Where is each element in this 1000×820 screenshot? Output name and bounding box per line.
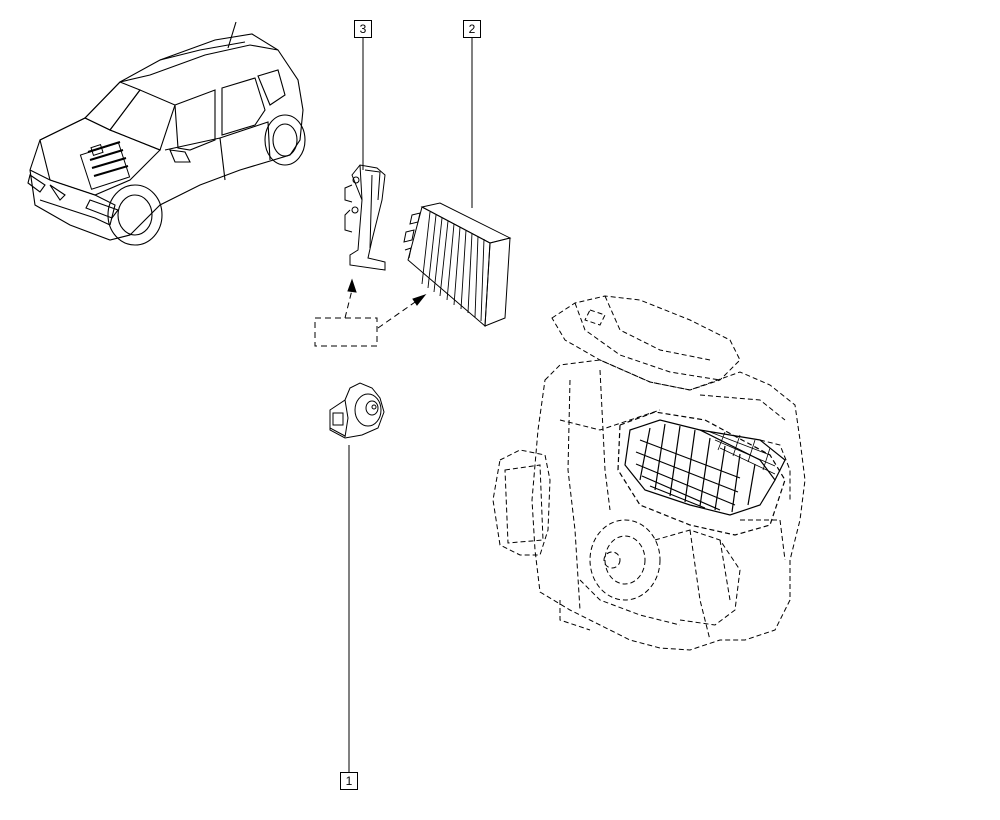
arrow-heads [347,278,427,306]
vehicle-illustration-icon [27,21,306,246]
hvac-grille [617,411,786,536]
filter-cover-bracket-icon [344,164,386,271]
hvac-unit-icon [492,295,806,651]
callout-3[interactable]: 3 [354,20,372,38]
cabin-filter-icon [403,202,512,328]
leader-lines [348,38,473,772]
actuator-motor-icon [329,382,385,439]
callout-2[interactable]: 2 [463,20,481,38]
reference-location-box [314,289,419,347]
callout-1[interactable]: 1 [340,772,358,790]
